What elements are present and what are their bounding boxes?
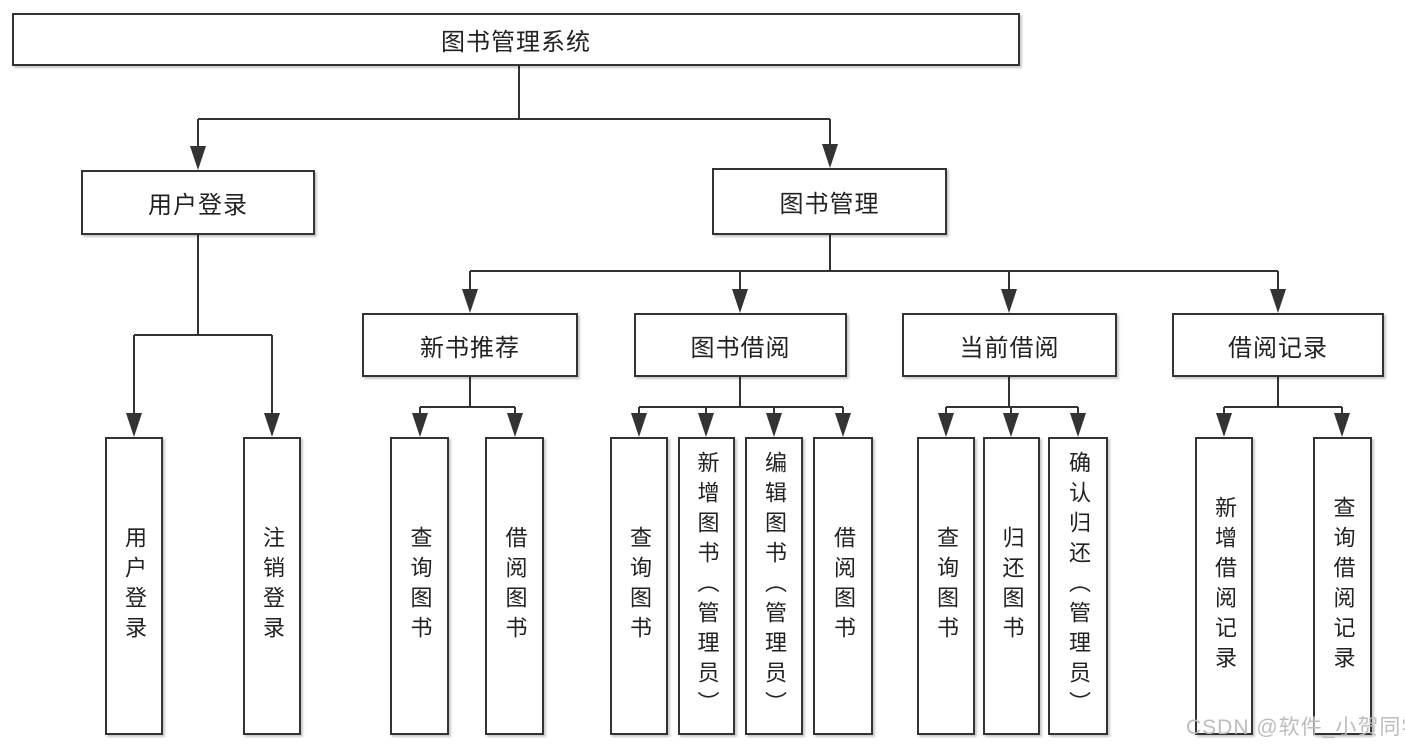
connector-path	[133, 66, 1343, 415]
arrowhead-icon	[126, 144, 1350, 437]
leaf-return-book-label: 归还图书	[999, 526, 1025, 646]
leaf-user-login-label: 用户登录	[122, 526, 147, 646]
leaf-edit-book-admin: 编辑图书（管理员）	[745, 437, 803, 735]
csdn-watermark: CSDN @软件_小贺同学	[1186, 716, 1405, 739]
leaf-query-borrow-record-label: 查询借阅记录	[1330, 496, 1356, 676]
leaf-add-borrow-record-label: 新增借阅记录	[1212, 496, 1237, 676]
leaf-confirm-return-admin-label: 确认归还（管理员）	[1066, 451, 1091, 721]
leaf-query-books-current-label: 查询图书	[934, 526, 959, 646]
node-borrow-records: 借阅记录	[1172, 313, 1384, 377]
leaf-confirm-return-admin: 确认归还（管理员）	[1048, 437, 1108, 735]
leaf-query-borrow-record: 查询借阅记录	[1313, 437, 1372, 735]
node-library-system: 图书管理系统	[12, 13, 1020, 66]
leaf-logout-label: 注销登录	[260, 526, 285, 646]
leaf-query-books-borrow-label: 查询图书	[627, 526, 652, 646]
leaf-borrow-books-borrow: 借阅图书	[813, 437, 873, 735]
leaf-add-book-admin-label: 新增图书（管理员）	[694, 451, 720, 721]
node-current-borrow: 当前借阅	[902, 313, 1117, 377]
node-new-book-recommend: 新书推荐	[362, 313, 578, 377]
leaf-add-book-admin: 新增图书（管理员）	[678, 437, 735, 735]
node-book-management: 图书管理	[712, 168, 947, 235]
leaf-query-books-newbook-label: 查询图书	[407, 526, 433, 646]
leaf-borrow-books-borrow-label: 借阅图书	[831, 526, 856, 646]
node-book-borrow: 图书借阅	[634, 313, 847, 377]
leaf-return-book: 归还图书	[983, 437, 1040, 735]
leaf-logout: 注销登录	[243, 437, 301, 735]
leaf-add-borrow-record: 新增借阅记录	[1195, 437, 1253, 735]
leaf-query-books-newbook: 查询图书	[390, 437, 449, 735]
leaf-query-books-current: 查询图书	[917, 437, 975, 735]
leaf-borrow-books-newbook: 借阅图书	[485, 437, 544, 735]
leaf-borrow-books-newbook-label: 借阅图书	[502, 526, 528, 646]
leaf-edit-book-admin-label: 编辑图书（管理员）	[762, 451, 787, 721]
leaf-query-books-borrow: 查询图书	[610, 437, 668, 735]
node-user-login-branch: 用户登录	[81, 170, 315, 235]
leaf-user-login: 用户登录	[105, 437, 163, 735]
